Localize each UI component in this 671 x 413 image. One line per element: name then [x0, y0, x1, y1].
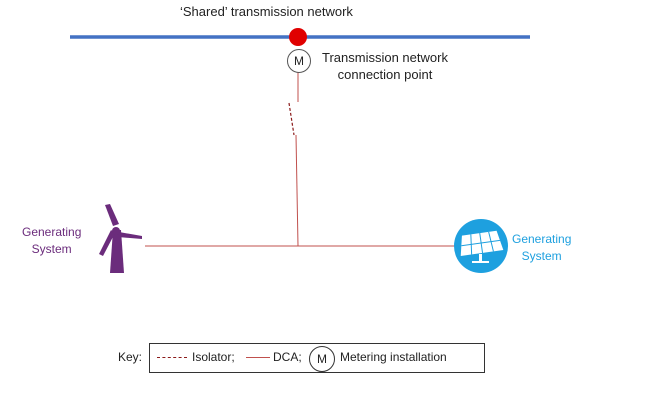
right-generator-label: Generating System [512, 231, 571, 265]
key-isolator-label: Isolator; [192, 350, 235, 364]
left-generator-label: Generating System [22, 224, 81, 258]
connection-node [289, 28, 307, 46]
network-title: ‘Shared’ transmission network [180, 4, 353, 19]
key-dca-solid-line [246, 357, 270, 358]
key-dca-label: DCA; [273, 350, 302, 364]
connection-point-line1: Transmission network [322, 50, 448, 65]
right-generator-line1: Generating [512, 232, 572, 246]
dca-vertical [295, 134, 299, 247]
wind-turbine-icon [99, 204, 142, 273]
connection-point-label: Transmission network connection point [322, 49, 448, 83]
key-meter-symbol: M [309, 346, 335, 372]
connection-point-line2: connection point [337, 67, 433, 82]
isolator-switch [288, 102, 295, 136]
key-isolator-dashed-line [157, 357, 187, 358]
solar-panel-icon [454, 219, 508, 273]
right-generator-line2: System [521, 249, 562, 263]
meter-symbol: M [287, 49, 311, 73]
key-title: Key: [118, 350, 143, 364]
left-generator-line1: Generating [22, 225, 82, 239]
left-generator-line2: System [31, 242, 72, 256]
key-metering-label: Metering installation [340, 350, 447, 364]
